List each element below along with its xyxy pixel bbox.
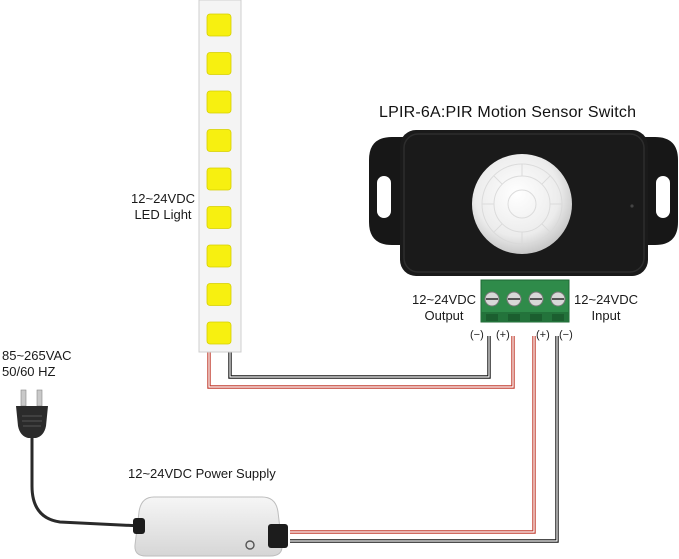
led-strip xyxy=(198,0,242,353)
led-chip xyxy=(206,129,232,152)
psu-output-jack xyxy=(268,524,288,548)
led-type-text: LED Light xyxy=(134,207,192,222)
psu-input-jack xyxy=(133,518,145,534)
mounting-slot-right xyxy=(656,176,670,218)
terminal-screws xyxy=(484,291,566,307)
mounting-slot-left xyxy=(377,176,391,218)
input-label: 12~24VDC Input xyxy=(572,292,640,324)
led-chip xyxy=(206,52,232,75)
ac-cable xyxy=(30,438,143,528)
mains-frequency-text: 50/60 HZ xyxy=(2,364,56,379)
terminal-polarity-3: (+) xyxy=(536,329,550,341)
power-supply xyxy=(133,496,288,557)
power-supply-label: 12~24VDC Power Supply xyxy=(128,466,276,481)
terminal-polarity-1: (−) xyxy=(470,329,484,341)
led-voltage-text: 12~24VDC xyxy=(131,191,195,206)
led-cells xyxy=(206,13,232,345)
input-text: Input xyxy=(591,308,621,323)
ac-plug-icon xyxy=(16,389,48,438)
mains-voltage-text: 85~265VAC xyxy=(2,348,72,363)
output-label: 12~24VDC Output xyxy=(410,292,478,324)
led-chip xyxy=(206,321,232,345)
terminal-polarity-4: (−) xyxy=(559,329,573,341)
wire-psu-negative xyxy=(290,336,559,543)
wire-led-negative xyxy=(228,336,491,379)
output-text: Output xyxy=(424,308,464,323)
device-title: LPIR-6A:PIR Motion Sensor Switch xyxy=(379,104,637,121)
pir-device xyxy=(369,130,678,323)
terminal-polarity-2: (+) xyxy=(496,329,510,341)
led-chip xyxy=(206,206,232,229)
wire-led-positive xyxy=(207,336,515,389)
led-chip xyxy=(206,13,232,37)
mains-label: 85~265VAC 50/60 HZ xyxy=(2,348,72,380)
led-chip xyxy=(206,167,232,191)
wires xyxy=(30,336,559,543)
led-chip xyxy=(206,283,232,306)
led-chip xyxy=(206,244,232,268)
input-voltage-text: 12~24VDC xyxy=(574,292,638,307)
output-voltage-text: 12~24VDC xyxy=(412,292,476,307)
led-chip xyxy=(206,90,232,114)
led-light-label: 12~24VDC LED Light xyxy=(130,191,196,223)
wire-psu-positive xyxy=(290,336,536,534)
